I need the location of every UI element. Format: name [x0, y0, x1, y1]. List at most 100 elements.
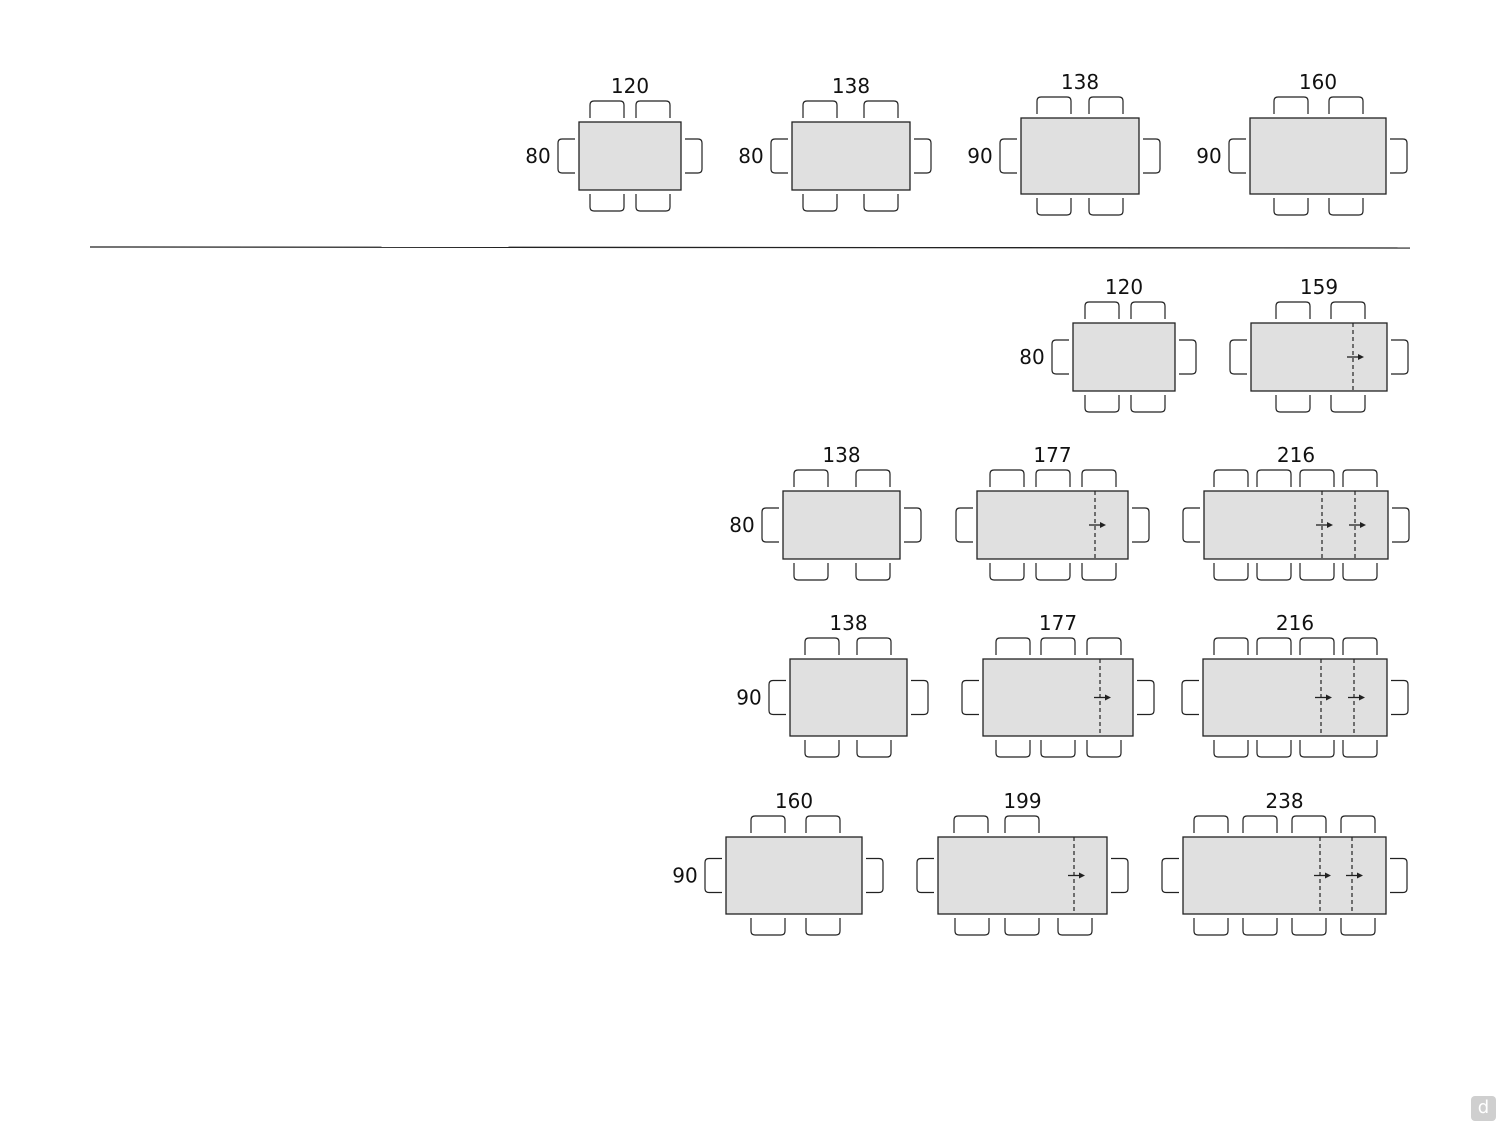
- depth-label: 90: [967, 144, 992, 168]
- chair-icon: [1132, 507, 1150, 543]
- chair-icon: [1086, 740, 1122, 758]
- chair-icon: [1229, 339, 1247, 375]
- chair-icon: [1328, 96, 1364, 114]
- chair-icon: [1291, 815, 1327, 833]
- chair-icon: [999, 138, 1017, 174]
- extension-arrowhead-icon: [1357, 872, 1363, 879]
- chair-icon: [1193, 918, 1229, 936]
- chair-icon: [855, 469, 891, 487]
- chair-icon: [1130, 395, 1166, 413]
- extension-arrowhead-icon: [1359, 694, 1365, 701]
- table-138x90: 138 90: [967, 70, 1161, 216]
- chair-icon: [1342, 469, 1378, 487]
- chair-icon: [856, 740, 892, 758]
- chair-icon: [804, 637, 840, 655]
- chair-icon: [863, 194, 899, 212]
- chair-icon: [635, 194, 671, 212]
- table-199xext: 199: [916, 789, 1129, 936]
- chair-icon: [961, 679, 979, 716]
- chair-icon: [770, 138, 788, 174]
- chair-icon: [589, 100, 625, 118]
- width-label: 238: [1265, 789, 1303, 813]
- chair-icon: [1035, 469, 1071, 487]
- chair-icon: [1057, 918, 1093, 936]
- chair-icon: [1299, 563, 1335, 581]
- width-label: 216: [1276, 611, 1314, 635]
- extension-arrowhead-icon: [1326, 694, 1332, 701]
- width-label: 138: [829, 611, 867, 635]
- section-divider: [89, 246, 1411, 249]
- extension-arrowhead-icon: [1360, 522, 1366, 528]
- chair-icon: [750, 918, 786, 936]
- chair-icon: [1273, 198, 1309, 216]
- chair-icon: [1256, 563, 1292, 581]
- depth-label: 90: [736, 686, 761, 710]
- width-label: 177: [1033, 443, 1071, 467]
- chair-icon: [802, 100, 838, 118]
- chair-icon: [989, 469, 1025, 487]
- chair-icon: [916, 857, 934, 894]
- chair-icon: [1193, 815, 1229, 833]
- chair-icon: [1161, 857, 1179, 894]
- chair-icon: [866, 857, 884, 894]
- depth-label: 90: [672, 864, 697, 888]
- width-label: 138: [1061, 70, 1099, 94]
- width-label: 199: [1003, 789, 1041, 813]
- chair-icon: [1256, 469, 1292, 487]
- table-top: [791, 121, 911, 191]
- chair-icon: [704, 857, 722, 894]
- table-216xext: 216: [1181, 611, 1409, 758]
- chair-icon: [1242, 815, 1278, 833]
- chair-icon: [863, 100, 899, 118]
- chair-icon: [804, 740, 840, 758]
- chair-icon: [1330, 301, 1366, 319]
- chair-icon: [1342, 740, 1378, 758]
- chair-icon: [1342, 563, 1378, 581]
- depth-label: 90: [1196, 144, 1221, 168]
- chair-icon: [1084, 395, 1120, 413]
- chair-icon: [1228, 138, 1246, 174]
- chair-icon: [1299, 637, 1335, 655]
- table-top: [725, 836, 863, 915]
- chair-icon: [856, 637, 892, 655]
- chair-icon: [1004, 815, 1040, 833]
- extension-arrowhead-icon: [1327, 522, 1333, 528]
- chair-icon: [635, 100, 671, 118]
- chair-icon: [1391, 679, 1409, 716]
- width-label: 159: [1300, 275, 1338, 299]
- chair-icon: [1340, 918, 1376, 936]
- depth-label: 80: [525, 144, 550, 168]
- chair-icon: [1242, 918, 1278, 936]
- chair-icon: [557, 138, 575, 174]
- chair-icon: [995, 637, 1031, 655]
- width-label: 120: [1105, 275, 1143, 299]
- chair-icon: [1088, 96, 1124, 114]
- chair-icon: [1182, 507, 1200, 543]
- chair-icon: [1179, 339, 1197, 375]
- chair-icon: [1391, 339, 1409, 375]
- chair-icon: [1088, 198, 1124, 216]
- chair-icon: [1213, 740, 1249, 758]
- extension-arrowhead-icon: [1325, 872, 1331, 879]
- chair-icon: [1330, 395, 1366, 413]
- chair-icon: [955, 507, 973, 543]
- width-label: 138: [822, 443, 860, 467]
- chair-icon: [1084, 301, 1120, 319]
- chair-icon: [802, 194, 838, 212]
- width-label: 120: [611, 74, 649, 98]
- chair-icon: [1256, 637, 1292, 655]
- chair-icon: [953, 815, 989, 833]
- extension-arrowhead-icon: [1105, 694, 1111, 701]
- table-216xext: 216: [1182, 443, 1410, 581]
- chair-icon: [1130, 301, 1166, 319]
- table-top: [1249, 117, 1387, 195]
- chair-icon: [805, 918, 841, 936]
- chair-icon: [1086, 637, 1122, 655]
- chair-icon: [1004, 918, 1040, 936]
- chair-icon: [1299, 740, 1335, 758]
- extension-arrowhead-icon: [1079, 872, 1085, 879]
- chair-icon: [1036, 96, 1072, 114]
